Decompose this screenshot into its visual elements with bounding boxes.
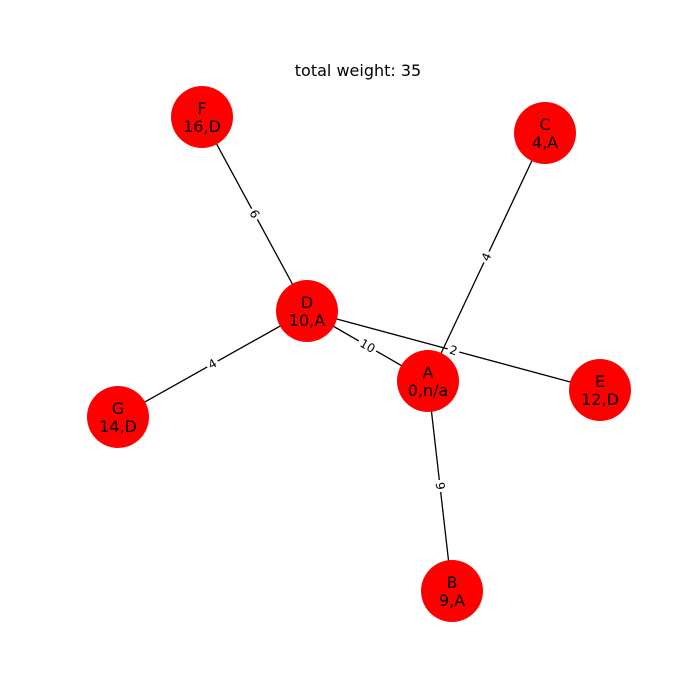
node-circle [171,86,233,148]
edge-weight-D-F: 6 [244,204,265,224]
node-name: G [112,399,124,418]
node-circle [276,280,338,342]
edge-weight-D-E: 2 [445,341,462,360]
node-G: G14,D [87,386,149,448]
edge-weight-background [203,354,222,374]
node-circle [87,386,149,448]
node-F: F16,D [171,86,233,148]
graph-title: total weight: 35 [295,61,421,80]
node-circle [397,350,459,412]
edge-weight-A-C: 4 [476,248,497,266]
node-B: B9,A [421,560,483,622]
node-info: 14,D [99,417,137,436]
node-info: 0,n/a [408,381,449,400]
node-name: B [447,573,458,592]
edge-weight-background [354,334,381,358]
node-D: D10,A [276,280,338,342]
edge-weight-background [244,204,265,224]
node-name: C [539,115,550,134]
node-circle [569,359,631,421]
edge-weight-A-B: 9 [431,479,449,493]
node-info: 12,D [581,390,619,409]
edge-weight-background [445,341,462,360]
edge-weight-text: 9 [433,481,448,490]
node-name: D [301,293,313,312]
node-circle [514,102,576,164]
node-info: 16,D [183,117,221,136]
node-A: A0,n/a [397,350,459,412]
node-name: E [595,372,605,391]
node-name: A [423,363,434,382]
node-info: 9,A [439,591,465,610]
edge-weight-text: 2 [448,343,459,359]
node-info: 10,A [289,311,325,330]
node-circle [421,560,483,622]
edge-weight-D-G: 4 [203,354,222,374]
edge-weight-background [476,248,497,266]
edges-layer [117,116,601,592]
nodes-layer: A0,n/aB9,A C4,A D10,A E12,D F16,D G14,D [87,86,631,622]
edge-weight-background [431,479,449,493]
edge-weight-text: 10 [357,336,377,356]
node-E: E12,D [569,359,631,421]
edge-labels-layer: 9 4 10 2 6 4 [203,204,497,493]
edge-weight-A-D: 10 [354,334,381,358]
node-name: F [197,99,206,118]
node-info: 4,A [532,133,558,152]
node-C: C4,A [514,102,576,164]
